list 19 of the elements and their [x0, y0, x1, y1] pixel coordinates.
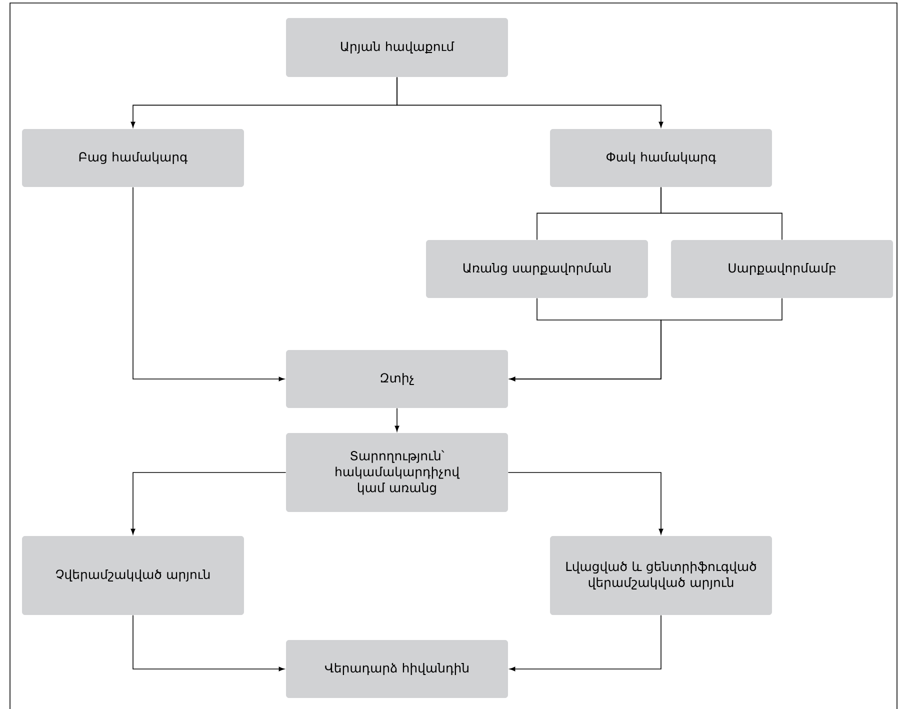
process-box: Լվացված և ցենտրիֆուգված վերամշակված արյուն: [550, 536, 772, 615]
arrow: [132, 614, 284, 672]
process-box: Առանց սարքավորման: [426, 240, 648, 298]
process-box: Զտիչ: [286, 350, 508, 408]
process-box: Սարքավորմամբ: [671, 240, 893, 298]
arrow: [130, 472, 286, 534]
process-box: Բաց համակարգ: [22, 129, 244, 187]
process-box: Վերադարձ հիվանդին: [286, 640, 508, 698]
process-box: Չվերամշակված արյուն: [22, 536, 244, 615]
arrow: [510, 298, 782, 382]
arrow: [510, 614, 662, 672]
arrow: [508, 472, 664, 534]
process-box: Արյան հավաքում: [286, 18, 508, 77]
process-box: Փակ համակարգ: [550, 129, 772, 187]
connector-line: [660, 186, 782, 240]
arrow: [132, 186, 284, 382]
arrow: [394, 408, 400, 432]
process-box: Տարողություն՝ հակամակարդիչով կամ առանց: [286, 433, 508, 512]
arrow: [396, 76, 664, 128]
